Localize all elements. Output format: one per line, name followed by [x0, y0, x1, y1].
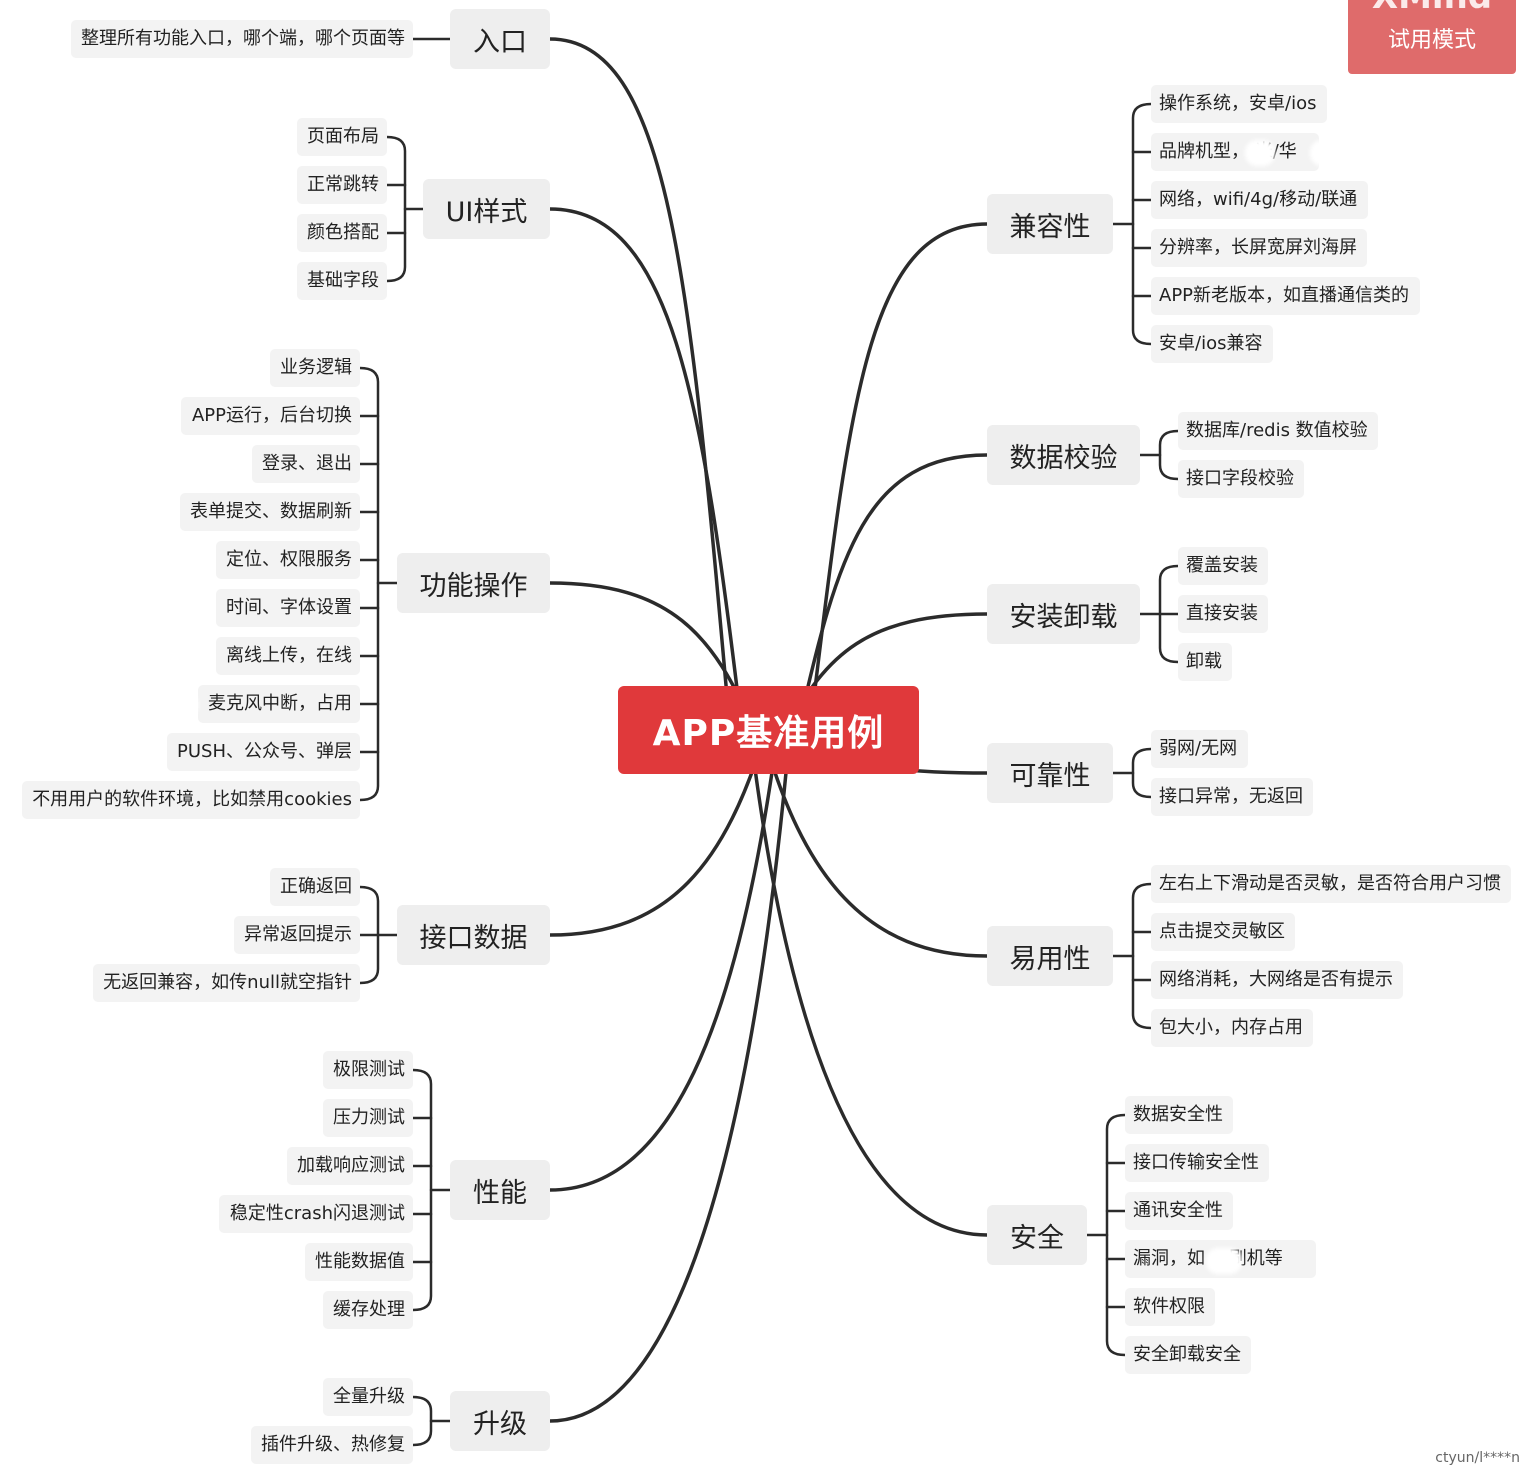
- branch-topic-11: 安全: [987, 1205, 1087, 1265]
- subtopic: 操作系统，安卓/ios: [1151, 85, 1327, 123]
- subtopic: 分辨率，长屏宽屏刘海屏: [1151, 229, 1367, 267]
- xmind-trial-badge: XMind 试用模式: [1348, 0, 1516, 74]
- subtopic: 直接安装: [1178, 595, 1268, 633]
- subtopic: 通讯安全性: [1125, 1192, 1233, 1230]
- branch-topic-2: 功能操作: [397, 553, 550, 613]
- subtopic: 性能数据值: [305, 1243, 413, 1281]
- subtopic: 安全卸载安全: [1125, 1336, 1251, 1374]
- branch-topic-5: 升级: [450, 1391, 550, 1451]
- subtopic: 页面布局: [297, 118, 387, 156]
- subtopic: 加载响应测试: [287, 1147, 413, 1185]
- subtopic: 异常返回提示: [234, 916, 360, 954]
- connector-right-4: [760, 728, 989, 958]
- subtopic: PUSH、公众号、弹层: [167, 733, 360, 771]
- connector-left-5: [548, 728, 792, 1423]
- subtopic: 业务逻辑: [270, 349, 360, 387]
- subtopic: 覆盖安装: [1178, 547, 1268, 585]
- subtopic: 接口字段校验: [1178, 460, 1304, 498]
- subtopic: 插件升级、热修复: [251, 1426, 413, 1464]
- subtopic: 无返回兼容，如传null就空指针: [93, 964, 360, 1002]
- subtopic: 时间、字体设置: [216, 589, 360, 627]
- subtopic: 登录、退出: [252, 445, 360, 483]
- connector-right-5: [748, 728, 989, 1237]
- subtopic: APP运行，后台切换: [181, 397, 360, 435]
- redaction-blur: [140, 692, 198, 718]
- connector-left-0: [548, 37, 732, 732]
- subtopic: 弱网/无网: [1151, 730, 1248, 768]
- redaction-blur: [1206, 1248, 1242, 1274]
- subtopic: 缓存处理: [323, 1291, 413, 1329]
- subtopic: 基础字段: [297, 262, 387, 300]
- subtopic: 品牌机型， 米/华: [1151, 133, 1319, 171]
- subtopic: 稳定性crash闪退测试: [219, 1195, 413, 1233]
- branch-topic-7: 数据校验: [987, 425, 1140, 485]
- subtopic: 网络消耗，大网络是否有提示: [1151, 961, 1403, 999]
- branch-topic-10: 易用性: [987, 926, 1113, 986]
- subtopic: 压力测试: [323, 1099, 413, 1137]
- subtopic: 数据库/redis 数值校验: [1178, 412, 1378, 450]
- subtopic: 数据安全性: [1125, 1096, 1233, 1134]
- watermark-brand: XMind: [1348, 0, 1516, 14]
- connector-left-3: [548, 728, 768, 937]
- credit-text: ctyun/l****n: [1435, 1450, 1520, 1466]
- subtopic: 正常跳转: [297, 166, 387, 204]
- subtopic: 颜色搭配: [297, 214, 387, 252]
- central-topic: APP基准用例: [618, 686, 919, 774]
- connector-right-0: [808, 222, 989, 732]
- subtopic: 不用用户的软件环境，比如禁用cookies: [22, 781, 360, 819]
- subtopic: 定位、权限服务: [216, 541, 360, 579]
- connector-right-1: [796, 453, 989, 732]
- subtopic: 正确返回: [270, 868, 360, 906]
- branch-topic-4: 性能: [450, 1160, 550, 1220]
- subtopic: 离线上传，在线: [216, 637, 360, 675]
- branch-topic-8: 安装卸载: [987, 584, 1140, 644]
- subtopic: 接口异常，无返回: [1151, 778, 1313, 816]
- subtopic: 安卓/ios兼容: [1151, 325, 1273, 363]
- branch-topic-1: UI样式: [423, 179, 550, 239]
- watermark-mode: 试用模式: [1387, 28, 1476, 53]
- branch-topic-9: 可靠性: [987, 743, 1113, 803]
- branch-topic-6: 兼容性: [987, 194, 1113, 254]
- redaction-blur: [1245, 140, 1275, 166]
- subtopic: 点击提交灵敏区: [1151, 913, 1295, 951]
- subtopic: 全量升级: [323, 1378, 413, 1416]
- subtopic: 麦克风中断，占用: [198, 685, 360, 723]
- branch-topic-3: 接口数据: [397, 905, 550, 965]
- subtopic: 接口传输安全性: [1125, 1144, 1269, 1182]
- redaction-blur: [1310, 140, 1344, 166]
- subtopic: 软件权限: [1125, 1288, 1215, 1326]
- subtopic: 卸载: [1178, 643, 1232, 681]
- subtopic: 极限测试: [323, 1051, 413, 1089]
- subtopic: 包大小，内存占用: [1151, 1009, 1313, 1047]
- subtopic: 整理所有功能入口，哪个端，哪个页面等: [71, 20, 413, 58]
- connector-left-4: [548, 728, 780, 1192]
- subtopic: 网络，wifi/4g/移动/联通: [1151, 181, 1368, 219]
- subtopic: 左右上下滑动是否灵敏，是否符合用户习惯: [1151, 865, 1511, 903]
- subtopic: APP新老版本，如直播通信类的: [1151, 277, 1420, 315]
- branch-topic-0: 入口: [450, 9, 550, 69]
- connector-left-1: [548, 207, 744, 732]
- subtopic: 表单提交、数据刷新: [180, 493, 360, 531]
